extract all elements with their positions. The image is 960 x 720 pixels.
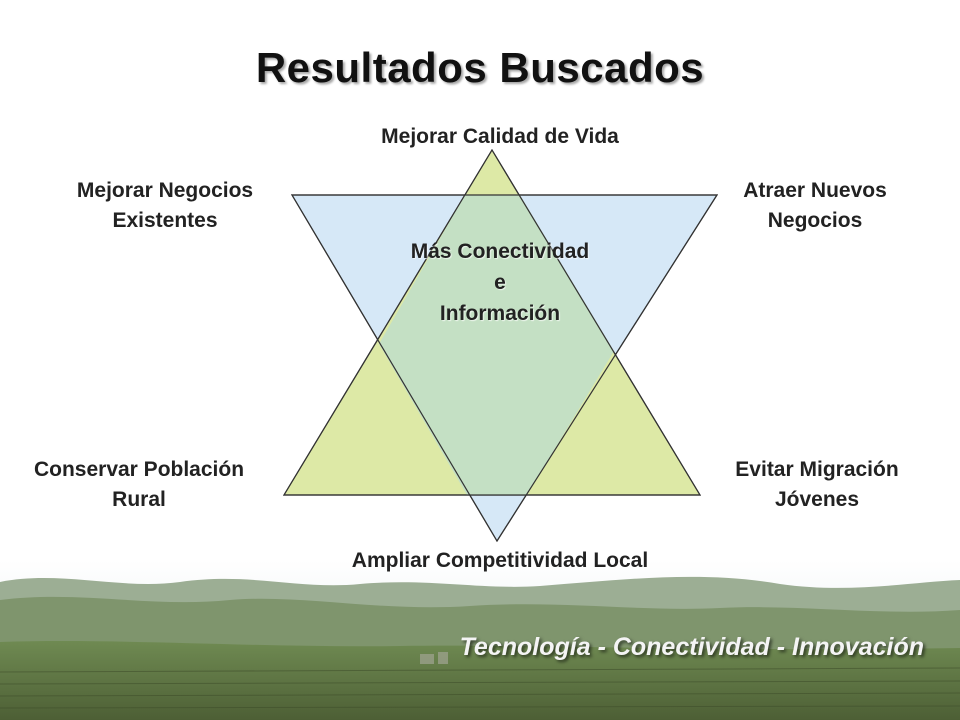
outcome-bottom-text: Ampliar Competitividad Local: [351, 549, 649, 572]
outcome-bottom-right-line-2: Jóvenes: [774, 488, 860, 511]
outcome-top-right-line-2: Negocios: [767, 209, 863, 232]
center-line-2: e: [494, 271, 506, 294]
outcome-top-left: Mejorar Negocios Existentes: [40, 176, 290, 236]
outcome-bottom-left-line-2: Rural: [112, 488, 166, 511]
center-label: Más Conectividad e Información: [380, 236, 620, 329]
outcome-bottom-right-line-1: Evitar Migración: [735, 458, 899, 481]
outcome-bottom-right: Evitar Migración Jóvenes: [692, 455, 942, 515]
upward-triangle-outline: [282, 148, 702, 496]
slide-title: Resultados Buscados: [255, 44, 705, 91]
outcome-top: Mejorar Calidad de Vida: [300, 122, 700, 152]
outcome-bottom: Ampliar Competitividad Local: [270, 546, 730, 576]
outcome-bottom-left: Conservar Población Rural: [0, 455, 278, 515]
overlap-region: [379, 195, 614, 495]
outcome-top-right: Atraer Nuevos Negocios: [690, 176, 940, 236]
footer-slogan: Tecnología - Conectividad - Innovación: [459, 633, 924, 661]
center-line-3: Información: [439, 302, 561, 325]
downward-triangle-outline: [290, 194, 719, 543]
landscape-photo: [0, 560, 960, 720]
outcome-top-right-line-1: Atraer Nuevos: [743, 179, 887, 202]
outcome-top-text: Mejorar Calidad de Vida: [381, 125, 619, 148]
center-line-1: Más Conectividad: [410, 240, 590, 263]
outcome-top-left-line-2: Existentes: [112, 209, 218, 232]
outcome-top-left-line-1: Mejorar Negocios: [76, 179, 254, 202]
outcome-bottom-left-line-1: Conservar Población: [33, 458, 245, 481]
